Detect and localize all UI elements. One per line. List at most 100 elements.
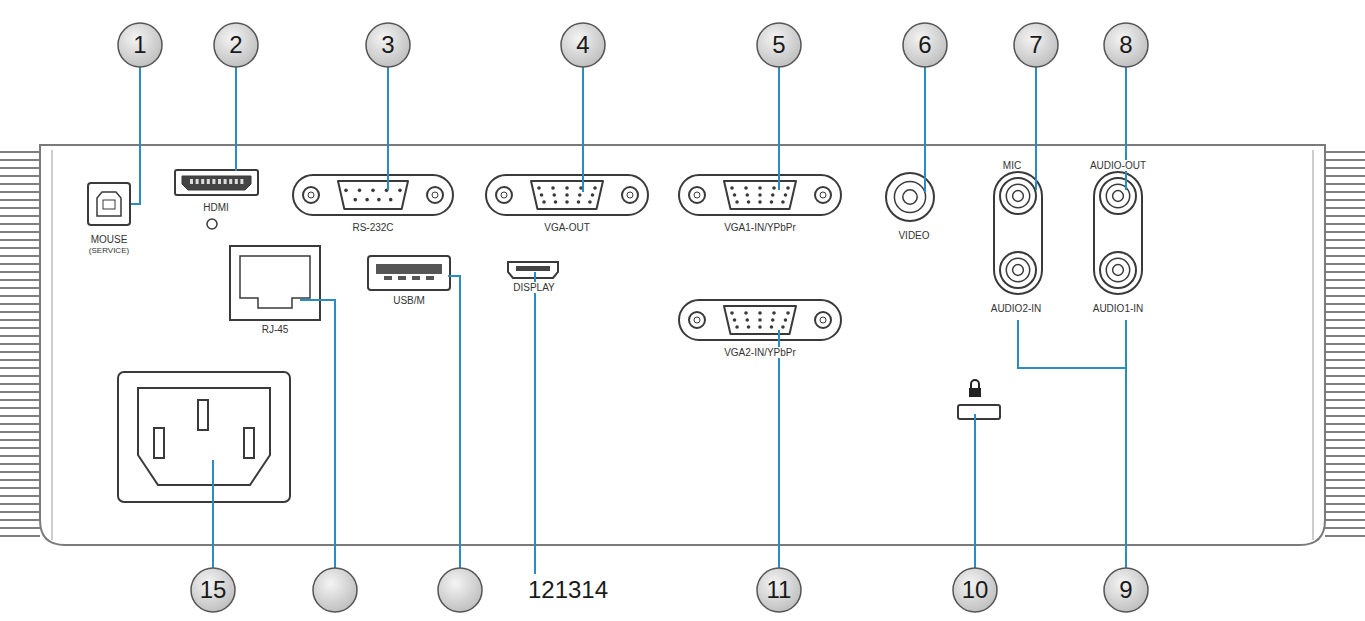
- usb-b-tongue: [103, 200, 115, 209]
- connector-face: [338, 181, 408, 209]
- callout-number: 11: [767, 578, 792, 602]
- callout-number: 15: [200, 578, 227, 602]
- fin: [1325, 495, 1365, 497]
- fin: [0, 271, 40, 273]
- fin: [1325, 239, 1365, 241]
- usb-b-socket: [97, 192, 121, 216]
- connector-shell: [679, 175, 841, 215]
- port-label: MIC: [1002, 160, 1022, 171]
- leader-line: [778, 67, 780, 190]
- port-label: HDMI: [202, 202, 230, 213]
- fin: [1325, 343, 1365, 345]
- screw: [622, 187, 638, 203]
- audio-bracket: [994, 172, 1042, 294]
- fin: [0, 431, 40, 433]
- fin: [1325, 415, 1365, 417]
- pin: [758, 318, 762, 322]
- mic-jack: [1000, 178, 1036, 214]
- pin: [730, 311, 734, 315]
- hdmi-pin: [218, 179, 221, 184]
- connector-shell: [486, 175, 648, 215]
- pin: [389, 198, 393, 202]
- fin: [1325, 391, 1365, 393]
- hdmi-pin: [229, 179, 232, 184]
- pin: [588, 200, 592, 204]
- pin: [358, 189, 362, 193]
- fin: [0, 287, 40, 289]
- fin: [0, 167, 40, 169]
- usb-b-port: [88, 183, 130, 225]
- fin: [1325, 447, 1365, 449]
- leader-line: [1125, 320, 1127, 568]
- hdmi-pin: [235, 179, 238, 184]
- jack-hole: [1013, 265, 1024, 276]
- power-inlet-frame: [118, 372, 290, 502]
- fin: [0, 359, 40, 361]
- fin: [0, 239, 40, 241]
- fin: [0, 487, 40, 489]
- fin: [1325, 151, 1365, 153]
- pin: [784, 193, 788, 197]
- fin: [1325, 471, 1365, 473]
- connector-shell: [679, 300, 841, 340]
- port-label: DISPLAY: [512, 282, 556, 293]
- pin: [577, 200, 581, 204]
- fin: [1325, 407, 1365, 409]
- fin: [1325, 231, 1365, 233]
- fin: [0, 447, 40, 449]
- callout-circle: [757, 23, 801, 67]
- callout-circles: [118, 23, 1148, 612]
- pin: [552, 193, 556, 197]
- fin: [0, 295, 40, 297]
- port-label: RJ-45: [261, 324, 290, 335]
- fin: [1325, 367, 1365, 369]
- pin: [565, 200, 569, 204]
- pin: [770, 325, 774, 329]
- hdmi-socket: [182, 176, 251, 190]
- screw-hole: [308, 192, 314, 198]
- fin: [0, 207, 40, 209]
- fin: [1325, 487, 1365, 489]
- callout-circle: [118, 23, 162, 67]
- fin: [0, 479, 40, 481]
- callout-number: 2: [229, 33, 242, 57]
- pin: [784, 318, 788, 322]
- display-port: [508, 262, 558, 278]
- pin: [733, 318, 737, 322]
- usb-a-pin: [384, 276, 392, 280]
- fin: [0, 279, 40, 281]
- fin: [0, 215, 40, 217]
- pin: [758, 325, 762, 329]
- callout-number: 7: [1029, 33, 1042, 57]
- callout-circle: [313, 568, 357, 612]
- pin: [540, 193, 544, 197]
- port-label: VGA-OUT: [543, 222, 591, 233]
- fin: [0, 383, 40, 385]
- pin: [377, 198, 381, 202]
- fin: [1325, 319, 1365, 321]
- usb-a-pin: [412, 276, 420, 280]
- port-label: RS-232C: [351, 222, 394, 233]
- leader-line: [974, 414, 976, 568]
- jack-hole: [1013, 191, 1024, 202]
- fin: [1325, 383, 1365, 385]
- audio-out-jack: [1100, 178, 1136, 214]
- fin: [1325, 159, 1365, 161]
- audio1-in-jack: [1100, 252, 1136, 288]
- pin: [770, 200, 774, 204]
- fin: [0, 527, 40, 529]
- vga2-in-connector: [679, 300, 841, 340]
- pin: [365, 198, 369, 202]
- callout-number: 4: [576, 33, 589, 57]
- fin: [0, 319, 40, 321]
- fin: [0, 455, 40, 457]
- leader-lines: [131, 67, 1126, 574]
- screw-hole: [694, 192, 700, 198]
- pin: [781, 325, 785, 329]
- fin: [0, 391, 40, 393]
- connector-face: [724, 306, 796, 334]
- callout-circle: [953, 568, 997, 612]
- pin: [758, 200, 762, 204]
- screw-hole: [627, 192, 633, 198]
- fin: [1325, 327, 1365, 329]
